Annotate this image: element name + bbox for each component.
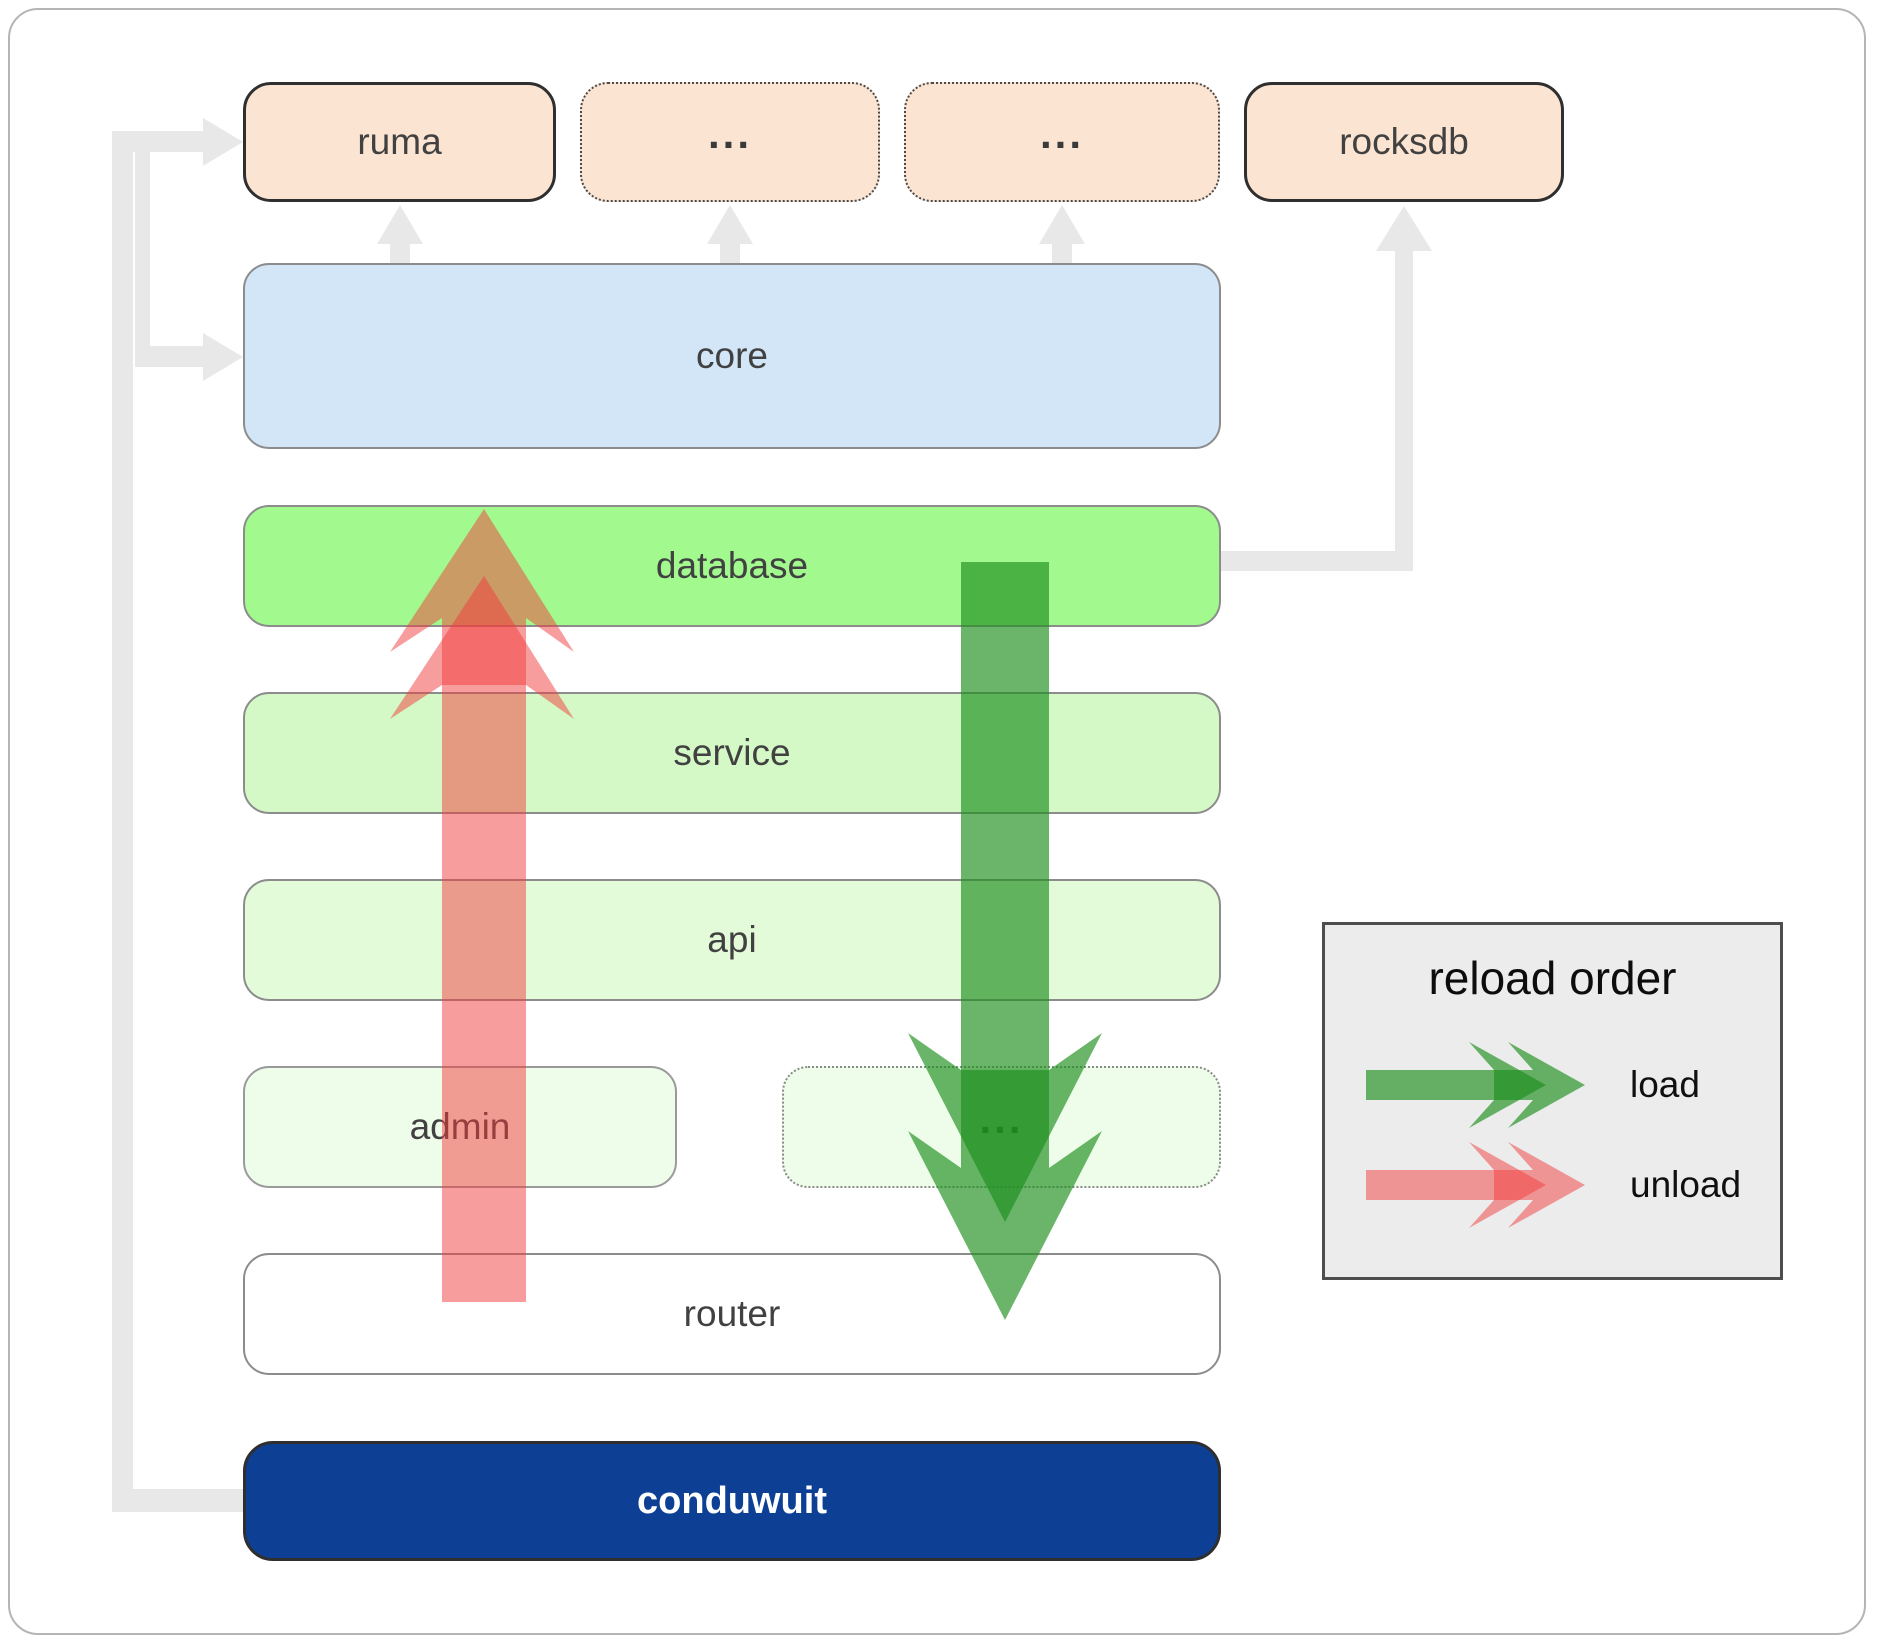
- legend-load-arrow-body: [1366, 1042, 1585, 1128]
- node-conduwuit: conduwuit: [243, 1441, 1221, 1561]
- legend-load-arrow-icon: [1366, 1042, 1585, 1128]
- node-router-label: router: [683, 1293, 781, 1334]
- legend-title: reload order: [1428, 952, 1677, 1004]
- node-service-label: service: [673, 732, 791, 773]
- node-admin-more: ...: [782, 1066, 1221, 1188]
- diagram-outer-frame: [8, 8, 1866, 1635]
- node-admin-more-label: ...: [979, 1094, 1024, 1142]
- node-api-label: api: [707, 919, 757, 960]
- node-database: database: [243, 505, 1221, 627]
- legend-unload-arrow-shape: [1366, 1142, 1585, 1228]
- node-crates-more-2-label: ...: [1039, 109, 1084, 157]
- node-rocksdb-label: rocksdb: [1339, 121, 1469, 162]
- legend-unload-label: unload: [1630, 1164, 1742, 1205]
- node-router: router: [243, 1253, 1221, 1375]
- node-crates-more-2: ...: [904, 82, 1220, 202]
- node-ruma-label: ruma: [357, 121, 442, 162]
- node-database-label: database: [655, 545, 809, 586]
- node-rocksdb: rocksdb: [1244, 82, 1564, 202]
- legend-unload-arrow-body: [1366, 1142, 1585, 1228]
- legend-unload-arrow-icon: [1366, 1142, 1585, 1228]
- node-conduwuit-label: conduwuit: [637, 1479, 827, 1522]
- legend-unload-arrowhead-overlay: [1469, 1142, 1546, 1228]
- node-core-label: core: [696, 335, 768, 376]
- node-admin: admin: [243, 1066, 677, 1188]
- legend-load-label: load: [1630, 1064, 1700, 1105]
- node-core: core: [243, 263, 1221, 449]
- node-ruma: ruma: [243, 82, 556, 202]
- node-service: service: [243, 692, 1221, 814]
- legend-load-arrowhead-overlay: [1469, 1042, 1546, 1128]
- legend: reload order load unload: [1322, 922, 1783, 1280]
- node-admin-label: admin: [409, 1106, 511, 1147]
- node-api: api: [243, 879, 1221, 1001]
- node-crates-more-1: ...: [580, 82, 880, 202]
- node-crates-more-1-label: ...: [707, 109, 752, 157]
- legend-load-arrow-shape: [1366, 1042, 1585, 1128]
